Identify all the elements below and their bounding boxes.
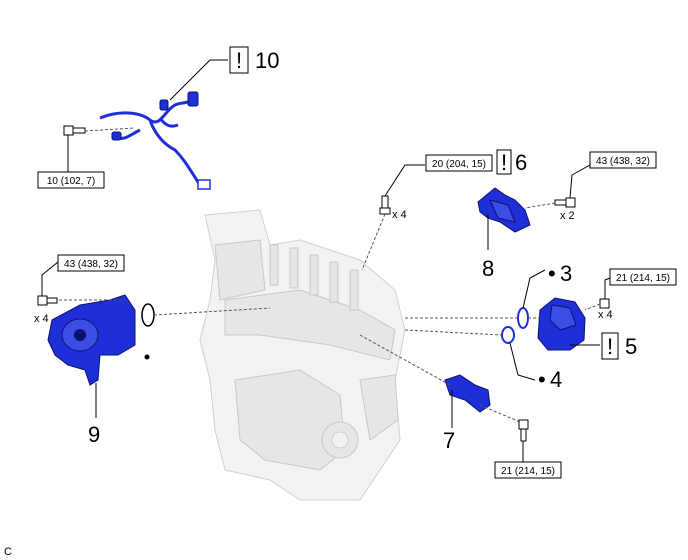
caution-box-5: ! (601, 332, 619, 360)
bolt-icon-7 (518, 419, 529, 442)
caution-icon-5: ! (607, 334, 613, 359)
bracket-part-7 (444, 374, 491, 413)
caution-box-6: ! (496, 149, 512, 175)
torque-box-8: 43 (438, 32) (589, 151, 657, 169)
sensor-part-6 (379, 195, 391, 215)
callout-number-5: 5 (625, 334, 637, 359)
callout-number-9: 9 (88, 422, 100, 447)
callout-dot-3: • (548, 261, 556, 286)
bolt-icon-8 (554, 197, 576, 208)
callout-number-10: 10 (255, 48, 279, 73)
o-ring-3 (517, 307, 529, 329)
callout-number-3: 3 (560, 261, 572, 286)
water-pump-part-9 (47, 294, 136, 386)
figure-code: C (4, 546, 12, 558)
torque-box-5: 21 (214, 15) (609, 268, 677, 286)
torque-box-harness: 10 (102, 7) (37, 171, 105, 189)
torque-label-7: 21 (214, 15) (501, 466, 555, 477)
housing-part-5 (537, 297, 586, 351)
quantity-label-6: x 4 (392, 209, 407, 221)
torque-box-7: 21 (214, 15) (494, 461, 562, 479)
torque-label-6: 20 (204, 15) (432, 159, 486, 170)
wire-harness-part (99, 91, 211, 190)
torque-box-9: 43 (438, 32) (57, 254, 125, 272)
quantity-label-9: x 4 (34, 313, 49, 325)
caution-box-10: ! (229, 46, 249, 74)
bolt-icon-harness (63, 125, 86, 136)
gasket-9 (141, 303, 155, 327)
callout-number-7: 7 (443, 428, 455, 453)
bolt-icon-9 (37, 295, 58, 306)
callout-number-8: 8 (482, 256, 494, 281)
torque-label-5: 21 (214, 15) (616, 273, 670, 284)
quantity-label-8: x 2 (560, 210, 575, 222)
callout-number-4: 4 (550, 367, 562, 392)
caution-icon-10: ! (236, 48, 242, 73)
torque-label-8: 43 (438, 32) (596, 156, 650, 167)
engine-block (199, 209, 406, 501)
caution-icon-6: ! (501, 150, 507, 175)
bracket-part-8 (477, 187, 531, 233)
torque-label-harness: 10 (102, 7) (47, 176, 95, 187)
quantity-label-5: x 4 (598, 309, 613, 321)
bolt-icon-5 (599, 298, 610, 309)
torque-label-9: 43 (438, 32) (64, 259, 118, 270)
o-ring-4 (501, 326, 515, 344)
callout-number-6: 6 (515, 150, 527, 175)
torque-box-6: 20 (204, 15) (425, 154, 493, 172)
dot-icon-9 (144, 354, 150, 360)
callout-dot-4: • (538, 367, 546, 392)
